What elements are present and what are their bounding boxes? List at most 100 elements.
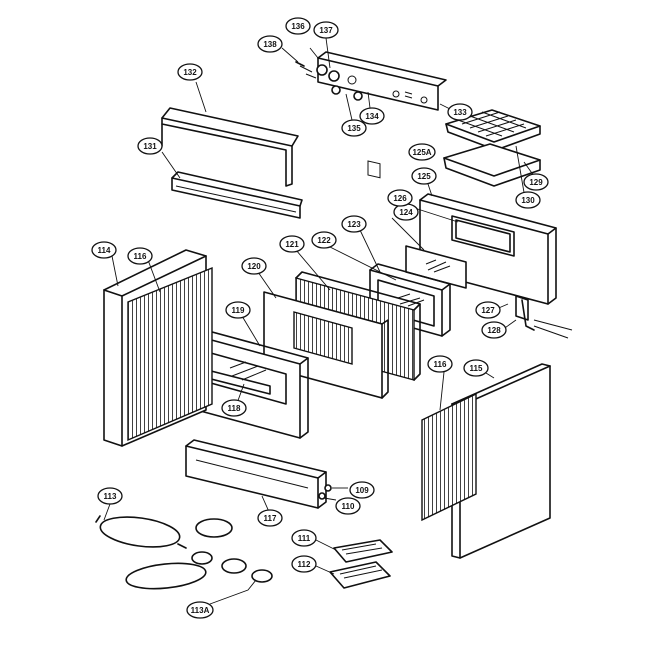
right-insulation-part — [421, 392, 477, 522]
callout-113: 113 — [97, 487, 123, 505]
callout-110: 110 — [335, 497, 361, 515]
callout-label: 110 — [342, 502, 355, 511]
callout-121: 121 — [279, 235, 305, 253]
callout-label: 132 — [183, 68, 197, 77]
callout-label: 133 — [453, 108, 467, 117]
callout-label: 135 — [347, 124, 361, 133]
callout-label: 134 — [365, 112, 379, 121]
hinge-part — [515, 295, 573, 339]
callout-130: 130 — [515, 191, 541, 209]
leader-lines — [103, 37, 535, 605]
screws-part — [318, 484, 332, 500]
callout-bubble — [257, 35, 283, 53]
window-glass-part — [405, 245, 467, 289]
callout-label: 115 — [470, 364, 483, 373]
callout-bubble — [481, 321, 507, 339]
callout-122: 122 — [311, 231, 337, 249]
callout-label: 116 — [134, 252, 147, 261]
callout-bubble — [225, 301, 251, 319]
callout-label: 114 — [98, 246, 111, 255]
callout-134: 134 — [359, 107, 385, 125]
callout-133: 133 — [447, 103, 473, 121]
callout-label: 121 — [285, 240, 299, 249]
callout-bubble — [311, 231, 337, 249]
callout-bubble — [408, 143, 436, 161]
callout-129: 129 — [523, 173, 549, 191]
callout-bubble — [463, 359, 489, 377]
callout-bubble — [291, 529, 317, 547]
callout-label: 128 — [487, 326, 501, 335]
callout-bubble — [341, 215, 367, 233]
callout-bubble — [257, 509, 283, 527]
callout-137: 137 — [313, 21, 339, 39]
callout-bubble — [127, 247, 153, 265]
callout-label: 120 — [247, 262, 261, 271]
callout-111: 111 — [291, 529, 317, 547]
callout-bubble — [335, 497, 361, 515]
callout-119: 119 — [225, 301, 251, 319]
instruction-labels-part — [329, 539, 393, 589]
oven-door-frame-part — [419, 193, 557, 305]
callout-bubble — [97, 487, 123, 505]
callout-116: 116 — [127, 247, 153, 265]
callout-label: 109 — [355, 486, 369, 495]
callout-115: 115 — [463, 359, 489, 377]
callout-125a: 125A — [408, 143, 436, 161]
callout-label: 112 — [298, 560, 311, 569]
callout-bubble — [313, 21, 339, 39]
left-insulation-part — [127, 266, 213, 442]
top-trim-part — [161, 107, 299, 187]
callout-label: 131 — [143, 142, 157, 151]
gas-tubing-part — [95, 515, 273, 590]
callout-114: 114 — [91, 241, 117, 259]
callout-128: 128 — [481, 321, 507, 339]
callout-138: 138 — [257, 35, 283, 53]
callout-120: 120 — [241, 257, 267, 275]
callout-117: 117 — [257, 509, 283, 527]
callout-127: 127 — [475, 301, 501, 319]
callout-116: 116 — [427, 355, 453, 373]
callout-bubble — [523, 173, 549, 191]
callout-label: 126 — [393, 194, 407, 203]
callout-135: 135 — [341, 119, 367, 137]
callout-bubble — [447, 103, 473, 121]
callout-label: 119 — [232, 306, 245, 315]
callout-123: 123 — [341, 215, 367, 233]
callout-label: 117 — [264, 514, 277, 523]
callout-label: 136 — [291, 22, 305, 31]
callout-126: 126 — [387, 189, 413, 207]
callout-bubble — [279, 235, 305, 253]
callout-label: 116 — [434, 360, 447, 369]
callout-label: 125A — [412, 148, 431, 157]
callout-131: 131 — [137, 137, 163, 155]
callout-bubble — [411, 167, 437, 185]
callout-bubble — [186, 601, 214, 619]
callout-label: 123 — [347, 220, 361, 229]
callout-label: 138 — [263, 40, 277, 49]
callout-bubble — [515, 191, 541, 209]
callout-label: 125 — [417, 172, 431, 181]
callout-bubble — [91, 241, 117, 259]
callout-bubble — [475, 301, 501, 319]
callout-bubble — [137, 137, 163, 155]
callout-label: 111 — [298, 534, 311, 543]
callout-label: 137 — [319, 26, 333, 35]
callout-label: 124 — [399, 208, 413, 217]
callout-bubble — [241, 257, 267, 275]
callout-bubble — [221, 399, 247, 417]
control-knobs-part — [295, 61, 363, 101]
callout-bubble — [341, 119, 367, 137]
callout-109: 109 — [349, 481, 375, 499]
callout-112: 112 — [291, 555, 317, 573]
callout-bubble — [291, 555, 317, 573]
kick-panel-part — [185, 439, 327, 509]
callout-136: 136 — [285, 17, 311, 35]
callout-label: 127 — [481, 306, 495, 315]
callout-label: 118 — [228, 404, 241, 413]
bottom-bracket-part — [171, 171, 303, 219]
callout-bubble — [177, 63, 203, 81]
broiler-pan-part — [443, 109, 541, 187]
callout-113a: 113A — [186, 601, 214, 619]
callout-bubble — [285, 17, 311, 35]
